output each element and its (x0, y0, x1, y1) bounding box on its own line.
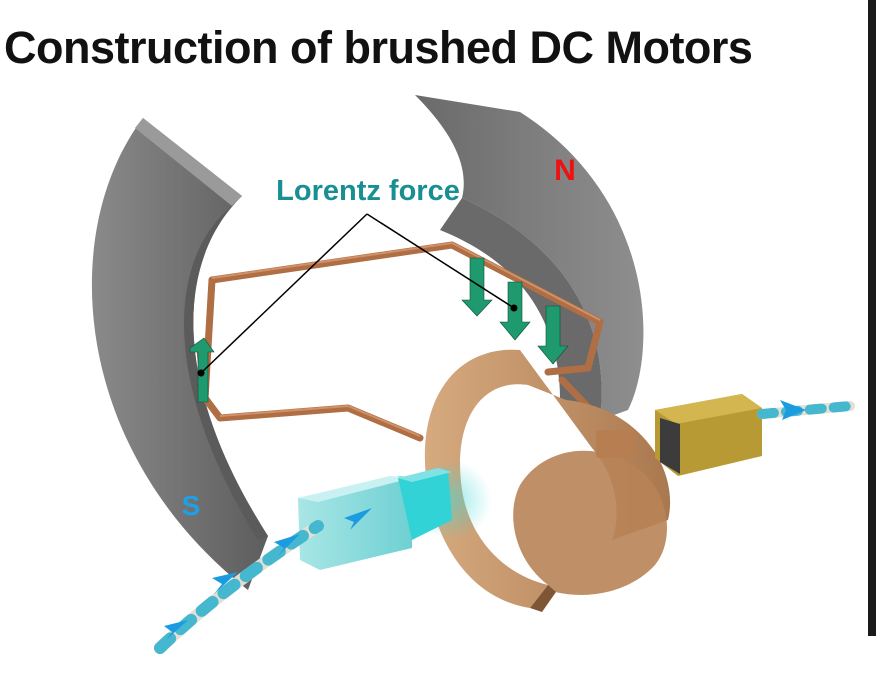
north-pole-label: N (554, 154, 576, 187)
page-title: Construction of brushed DC Motors (4, 22, 753, 73)
right-border-bar (868, 0, 876, 636)
lorentz-pointer-lines (200, 213, 515, 374)
input-wire (154, 520, 324, 654)
commutator-ring (424, 349, 671, 612)
current-arrow-icon (344, 508, 372, 530)
south-pole-label: S (182, 490, 201, 521)
current-arrow-icon (164, 620, 188, 640)
pointer-dot (510, 304, 518, 312)
right-brush (655, 394, 762, 476)
current-arrow-icon (212, 572, 238, 594)
pointer-dot (197, 369, 205, 377)
motor-diagram: Lorentz force N S (91, 95, 855, 654)
south-pole-magnet (91, 118, 268, 590)
current-arrow-icon (274, 534, 300, 556)
force-arrow-icon (537, 305, 569, 365)
north-pole-magnet (415, 95, 644, 420)
lorentz-force-label: Lorentz force (276, 175, 460, 207)
left-brush (298, 468, 452, 570)
force-arrow-icon (461, 257, 493, 317)
current-arrow-icon (780, 400, 806, 420)
